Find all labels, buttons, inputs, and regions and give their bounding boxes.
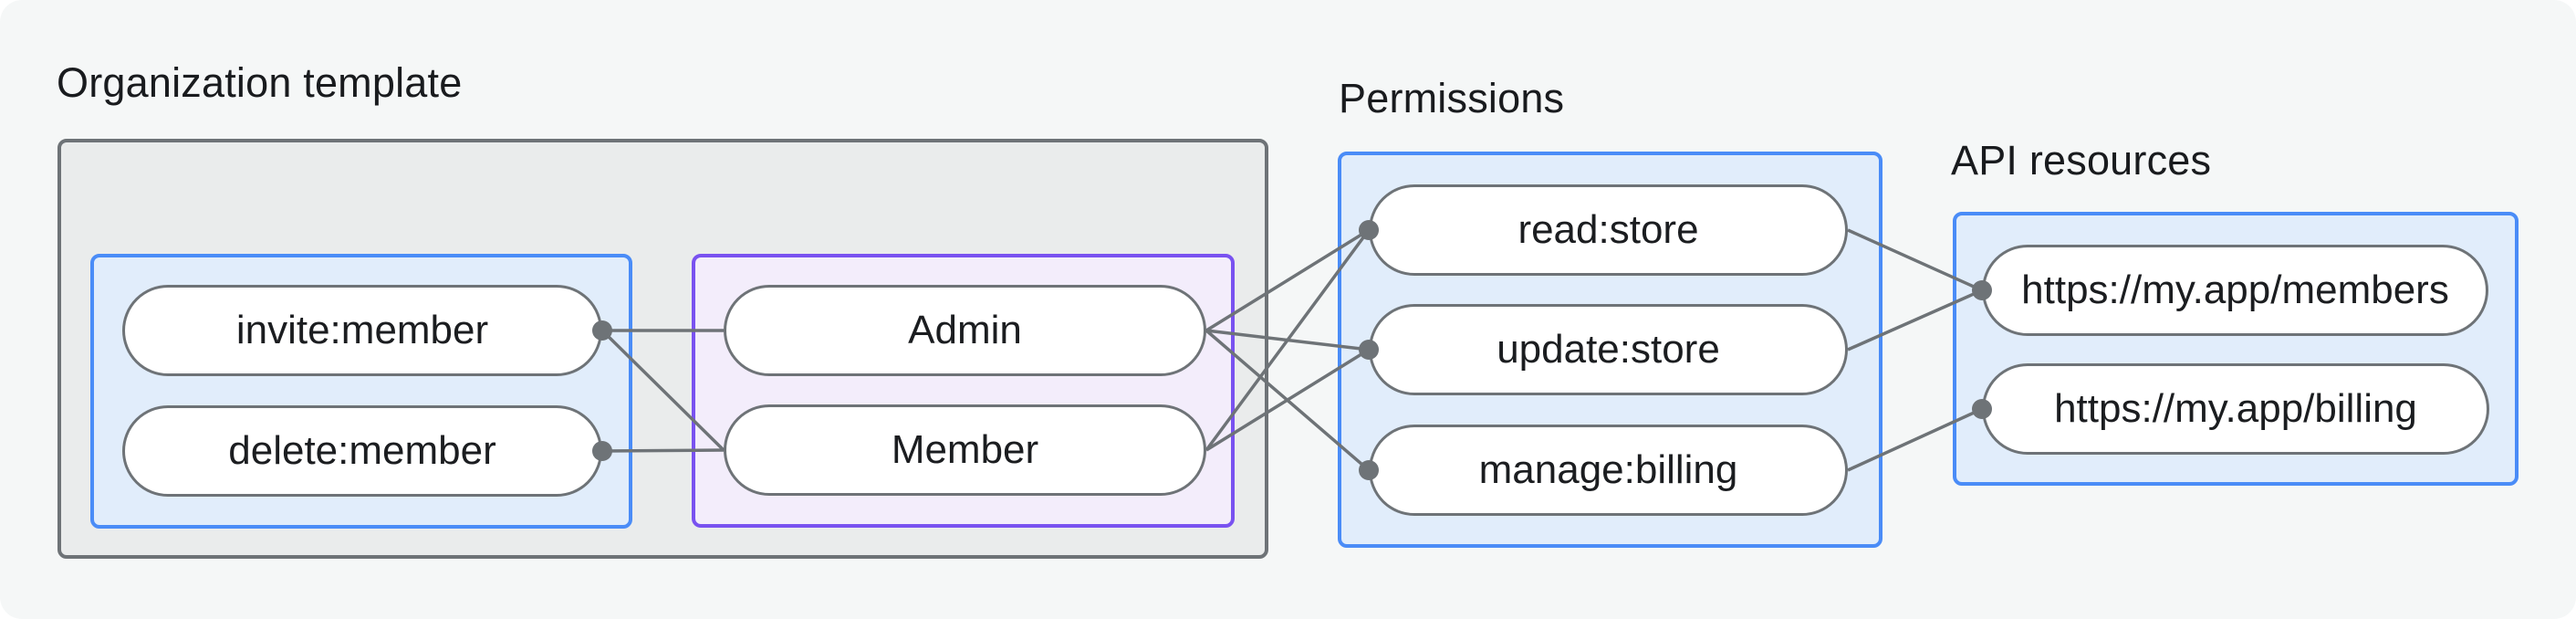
node-read-store: read:store (1369, 184, 1848, 276)
node-billing-url: https://my.app/billing (1982, 363, 2489, 455)
node-member: Member (724, 404, 1206, 496)
node-admin: Admin (724, 285, 1206, 376)
node-delete-member: delete:member (122, 405, 602, 497)
node-invite-member: invite:member (122, 285, 602, 376)
node-manage-billing: manage:billing (1369, 425, 1848, 516)
org-template-label: Organization template (57, 59, 463, 106)
api-resources-label: API resources (1951, 137, 2212, 184)
node-update-store: update:store (1369, 304, 1848, 395)
permissions-label: Permissions (1339, 75, 1565, 121)
node-members-url: https://my.app/members (1982, 245, 2488, 336)
